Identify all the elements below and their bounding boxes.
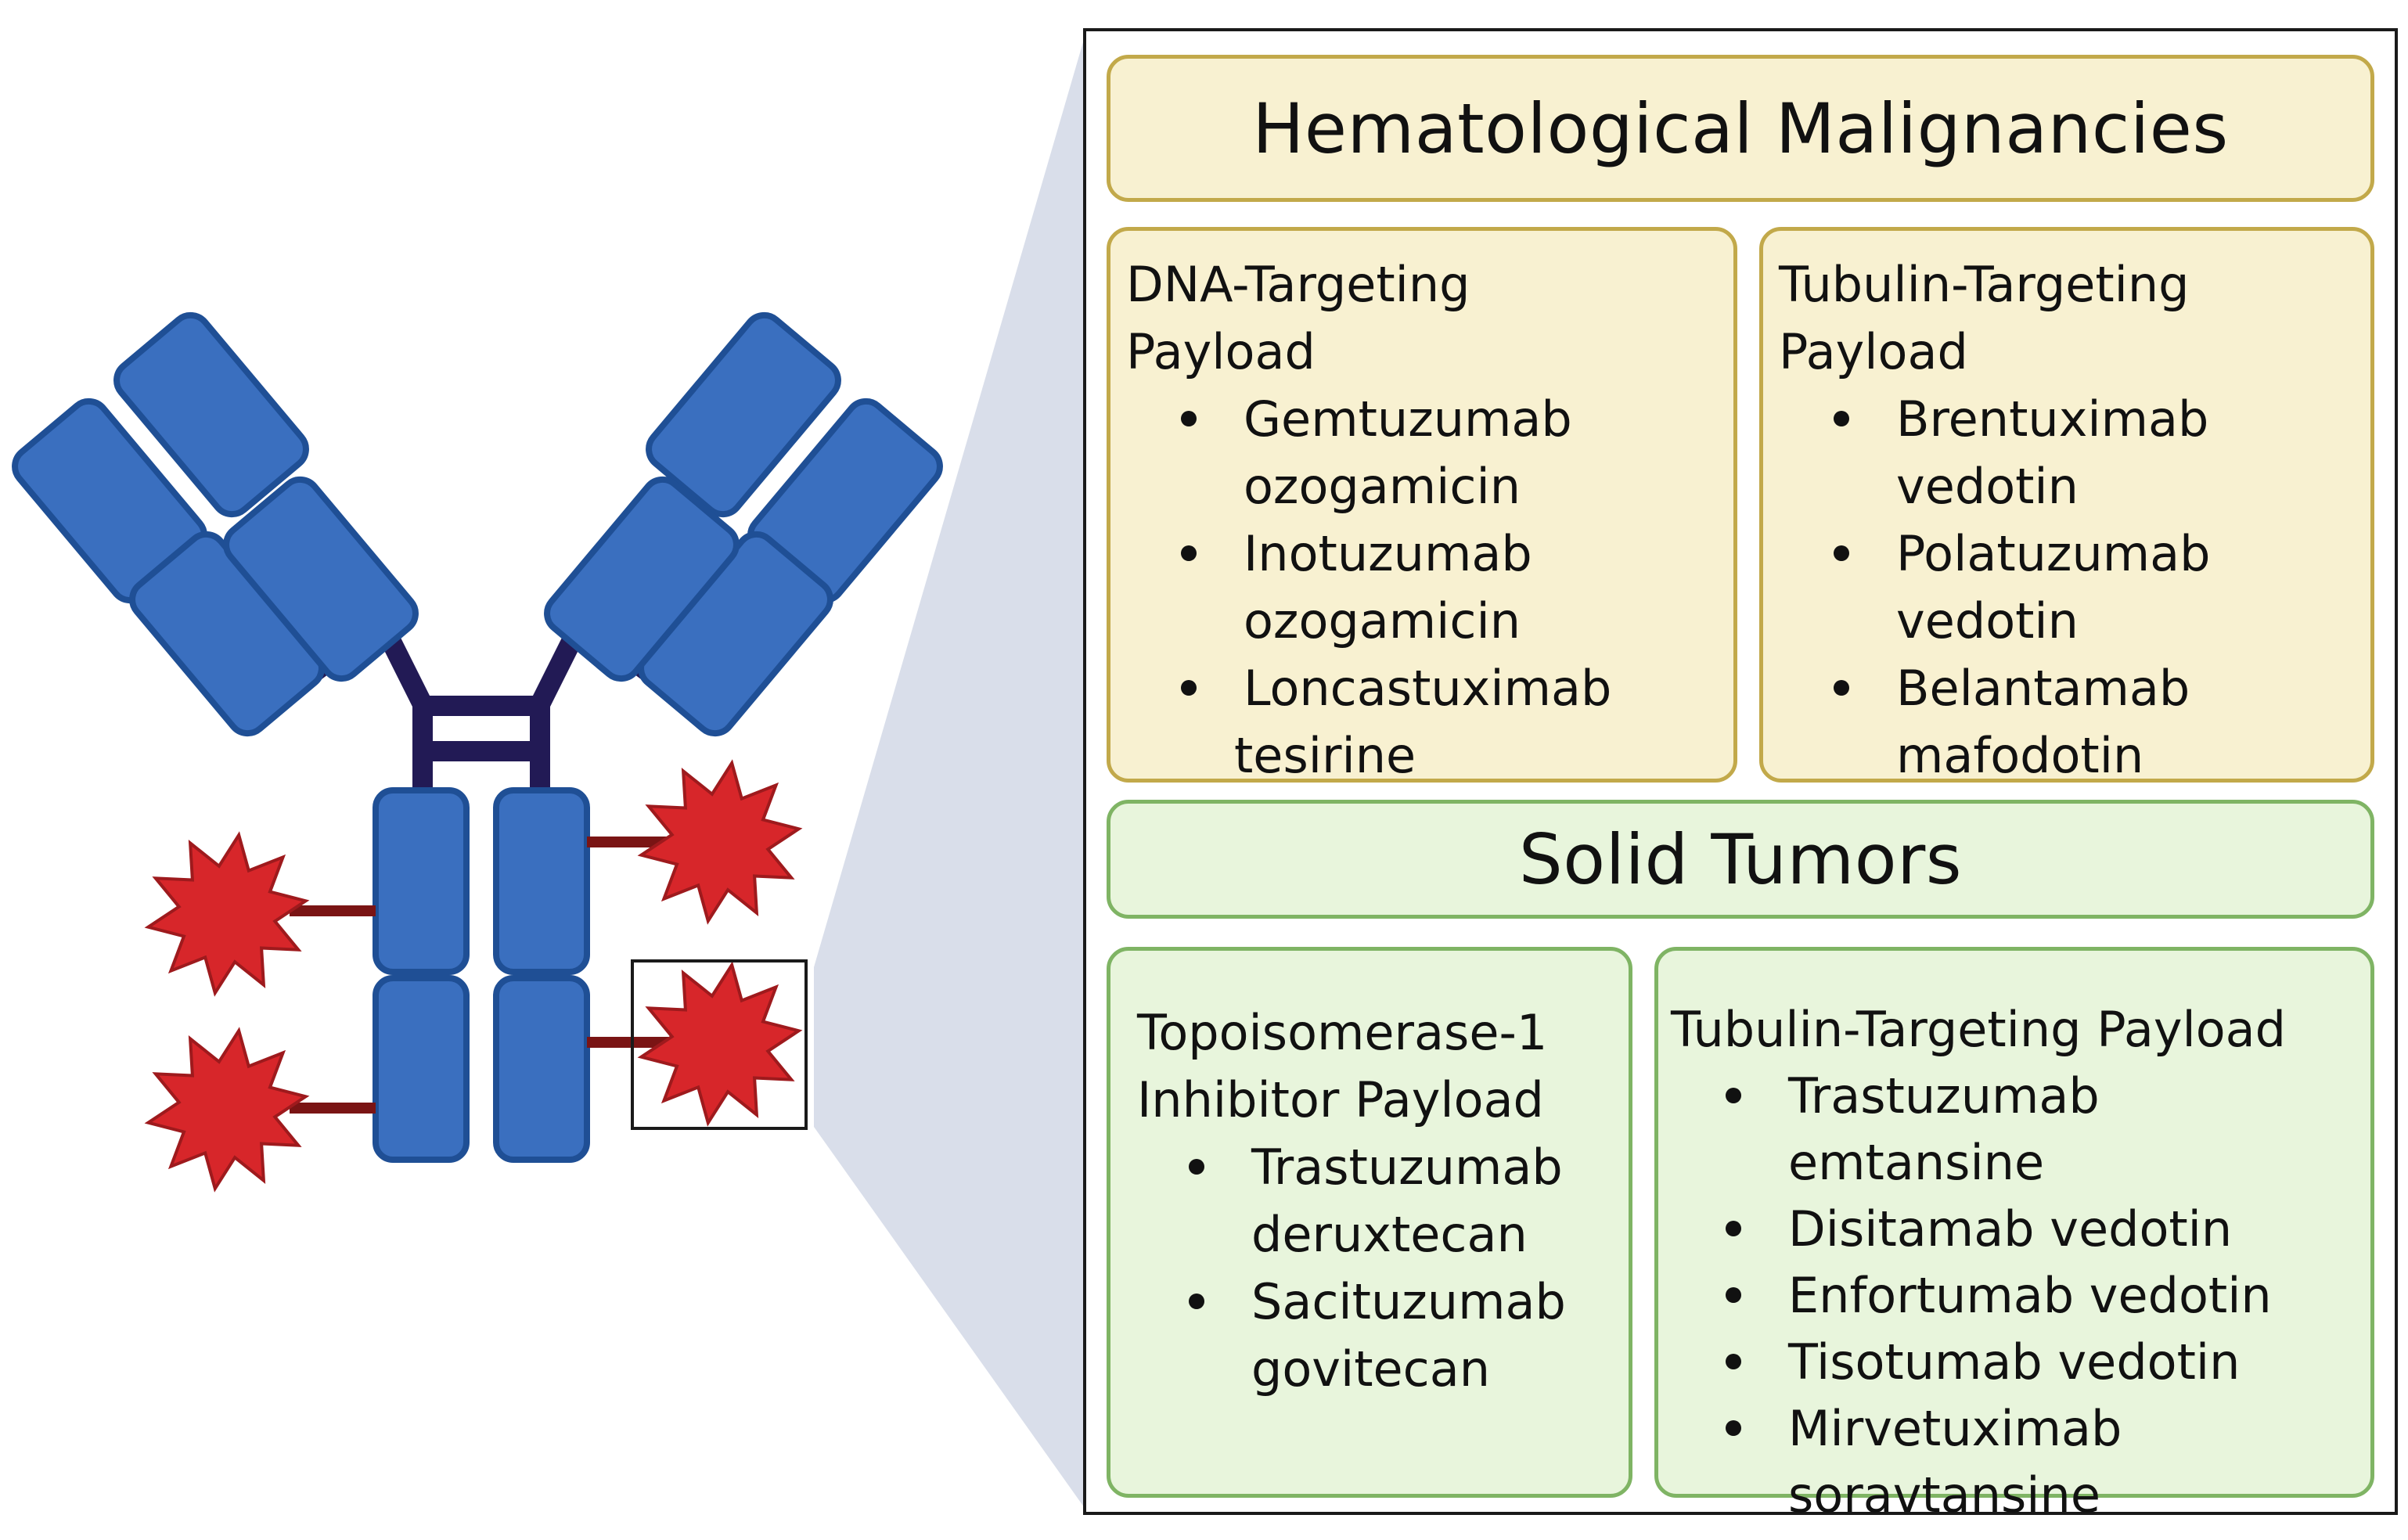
list-item: Disitamab vedotin [1726,1196,2363,1262]
antibody-icon [12,311,943,1163]
drug-list: Gemtuzumab ozogamicin Inotuzumab ozogami… [1126,386,1715,790]
hematological-title: Hematological Malignancies [1252,88,2229,169]
list-item: Inotuzumab ozogamicin [1181,520,1715,655]
zoom-wedge [814,31,1086,1510]
list-item: Gemtuzumab ozogamicin [1181,386,1715,520]
card-title: Tubulin-Targeting Payload [1671,1001,2287,1058]
card-title: Tubulin-Targeting Payload [1779,256,2190,380]
adc-panel: Hematological Malignancies DNA-Targeting… [1083,28,2398,1524]
list-item: Belantamab mafodotin [1834,655,2352,790]
solid-tumors-title: Solid Tumors [1518,819,1963,900]
list-item: Trastuzumab deruxtecan [1189,1134,1610,1268]
list-item: Loncastuximab tesirine [1181,655,1715,790]
drug-list: Brentuximab vedotin Polatuzumab vedotin … [1779,386,2352,790]
hematological-header: Hematological Malignancies [1107,55,2374,202]
payload-star-icon [637,961,803,1127]
payload-highlight-box [631,959,808,1130]
list-item: Tisotumab vedotin [1726,1329,2363,1395]
payload-star-icon [637,759,803,925]
list-item: Mirvetuximab soravtansine [1726,1395,2363,1528]
payload-star-icon [144,831,310,997]
solid-topo-card: Topoisomerase-1 Inhibitor Payload Trastu… [1107,947,1632,1498]
card-title: Topoisomerase-1 Inhibitor Payload [1137,1004,1548,1128]
solid-tubulin-card: Tubulin-Targeting Payload Trastuzumab em… [1654,947,2374,1524]
payload-star-icon [144,1027,310,1193]
drug-list: Trastuzumab deruxtecan Sacituzumab govit… [1137,1134,1610,1403]
list-item: Sacituzumab govitecan [1189,1268,1610,1403]
heme-dna-card: DNA-Targeting Payload Gemtuzumab ozogami… [1107,227,1737,784]
list-item: Brentuximab vedotin [1834,386,2352,520]
solid-tumors-header: Solid Tumors [1107,800,2374,919]
drug-list: Trastuzumab emtansine Disitamab vedotin … [1671,1063,2363,1528]
list-item: Enfortumab vedotin [1726,1262,2363,1329]
heme-tubulin-card: Tubulin-Targeting Payload Brentuximab ve… [1759,227,2374,784]
list-item: Polatuzumab vedotin [1834,520,2352,655]
card-title: DNA-Targeting Payload [1126,256,1470,380]
list-item: Trastuzumab emtansine [1726,1063,2363,1196]
